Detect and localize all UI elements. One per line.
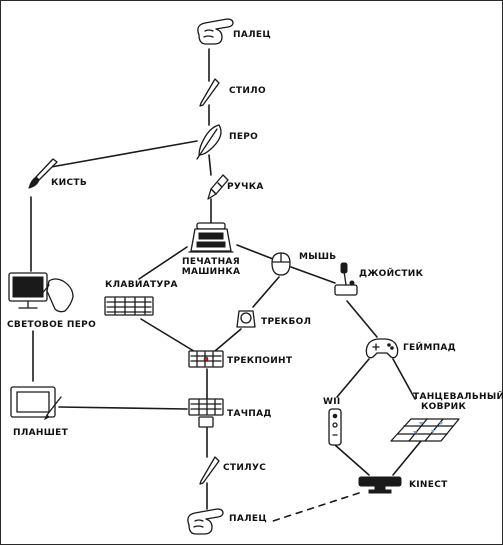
- edge-tablet-touchpad: [58, 406, 188, 410]
- edges: [30, 48, 422, 522]
- edge-gamepad-wii: [336, 358, 370, 398]
- edge-gamepad-dancemat: [392, 358, 416, 400]
- wii-remote-icon: [328, 408, 342, 446]
- node-finger-top: ПАЛЕЦ: [197, 18, 271, 45]
- node-label: WII: [323, 397, 341, 407]
- node-pen: РУЧКА: [207, 174, 264, 200]
- edge-typewriter-mouse: [236, 244, 274, 260]
- node-wii: WII: [323, 397, 342, 446]
- node-trackpoint: ТРЕКПОИНТ: [188, 350, 293, 368]
- kinect-icon: [358, 476, 402, 494]
- quill-icon: [196, 124, 222, 160]
- node-label: ТАЧПАД: [227, 409, 272, 419]
- node-brush: КИСТЬ: [28, 158, 87, 189]
- edge-keyboard-trackpoint: [140, 318, 198, 354]
- edge-mouse-joystick: [290, 266, 336, 284]
- joystick-icon: [334, 262, 358, 296]
- stylus-icon: [199, 456, 220, 485]
- node-label: ДЖОЙСТИК: [359, 267, 424, 279]
- node-dance-mat: ТАНЦЕВАЛЬНЫЙ КОВРИК: [390, 390, 503, 442]
- node-joystick: ДЖОЙСТИК: [334, 262, 424, 296]
- pointing-finger-icon: [197, 18, 234, 45]
- node-gamepad: ГЕЙМПАД: [365, 338, 456, 359]
- node-keyboard: КЛАВИАТУРА: [104, 280, 178, 316]
- node-kinect: KINECT: [358, 476, 448, 494]
- edge-kinect-finger-dashed: [272, 492, 360, 522]
- node-label-line1: ТАНЦЕВАЛЬНЫЙ: [413, 390, 503, 402]
- node-label: ПЛАНШЕТ: [13, 428, 69, 438]
- node-label: РУЧКА: [227, 182, 264, 192]
- stylus-icon: [199, 78, 220, 107]
- node-label-line1: ПЕЧАТНАЯ: [182, 257, 240, 267]
- node-feather: ПЕРО: [196, 124, 258, 160]
- typewriter-icon: [188, 222, 234, 253]
- fountain-pen-icon: [207, 174, 229, 200]
- edge-feather-brush: [50, 140, 198, 168]
- mouse-icon: [271, 252, 291, 276]
- graphics-tablet-icon: [10, 386, 62, 421]
- node-label: ПАЛЕЦ: [229, 514, 267, 524]
- edge-trackball-trackpoint: [214, 328, 242, 352]
- node-label: ПАЛЕЦ: [233, 30, 271, 40]
- node-trackball: ТРЕКБОЛ: [236, 310, 311, 328]
- node-stylus-top: СТИЛО: [199, 78, 266, 107]
- edge-typewriter-keyboard: [138, 246, 188, 280]
- node-label-line2: МАШИНКА: [182, 267, 241, 277]
- edge-feather-pen: [208, 154, 212, 176]
- node-label: ТРЕКПОИНТ: [227, 356, 293, 366]
- keyboard-icon: [104, 296, 154, 316]
- node-stylus-bottom: СТИЛУС: [199, 456, 266, 485]
- node-label: КИСТЬ: [51, 178, 87, 188]
- trackball-icon: [236, 310, 256, 328]
- edge-wii-kinect: [334, 444, 370, 476]
- node-touchpad: ТАЧПАД: [188, 398, 272, 428]
- node-label: СТИЛО: [229, 86, 266, 96]
- gamepad-icon: [365, 338, 399, 359]
- touchpad-icon: [188, 398, 224, 428]
- node-label: ПЕРО: [229, 132, 258, 142]
- node-label: ГЕЙМПАД: [403, 341, 456, 353]
- light-pen-monitor-icon: [8, 272, 74, 313]
- node-light-pen: СВЕТОВОЕ ПЕРО: [7, 272, 96, 330]
- node-typewriter: ПЕЧАТНАЯ МАШИНКА: [182, 222, 241, 277]
- node-label: МЫШЬ: [299, 252, 336, 262]
- node-label: СВЕТОВОЕ ПЕРО: [7, 320, 96, 330]
- node-label: КЛАВИАТУРА: [105, 280, 178, 290]
- node-tablet: ПЛАНШЕТ: [10, 386, 69, 438]
- pointing-finger-icon: [187, 508, 224, 535]
- node-mouse: МЫШЬ: [271, 252, 336, 276]
- node-label: KINECT: [409, 480, 448, 490]
- node-label: ТРЕКБОЛ: [261, 317, 311, 327]
- trackpoint-keyboard-icon: [188, 350, 224, 368]
- node-label: СТИЛУС: [223, 463, 266, 473]
- edge-joystick-gamepad: [346, 300, 378, 338]
- edge-dancemat-kinect: [392, 440, 422, 476]
- edge-mouse-trackball: [252, 276, 280, 308]
- dance-mat-icon: [390, 418, 460, 442]
- node-label-line2: КОВРИК: [421, 402, 466, 412]
- node-finger-bottom: ПАЛЕЦ: [187, 508, 267, 535]
- brush-icon: [28, 158, 58, 189]
